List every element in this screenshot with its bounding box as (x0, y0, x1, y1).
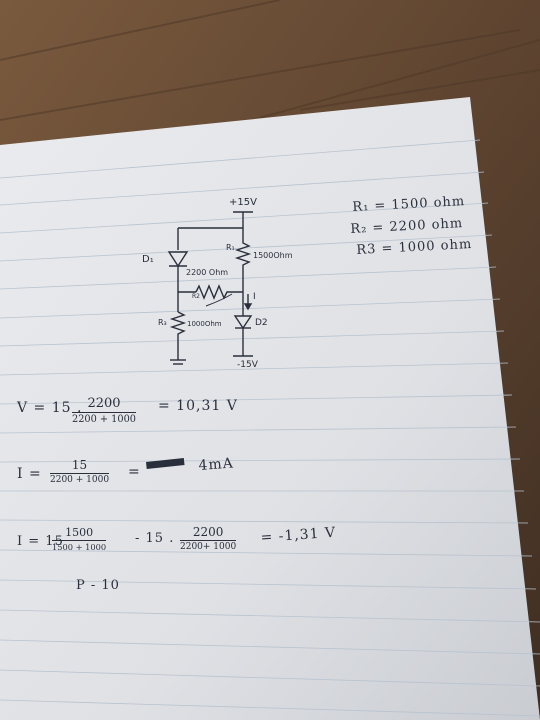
eq2-prefix: I = (17, 466, 42, 482)
r3-value-label: 1000Ohm (187, 320, 222, 328)
supply-top-label: +15V (229, 197, 257, 208)
diode-d1 (167, 251, 189, 268)
eq4-text: P - 10 (76, 578, 120, 593)
ruled-lines (0, 139, 540, 717)
eq1-prefix: V = 15 . (17, 400, 83, 416)
eq2-result: 4mA (198, 455, 235, 474)
eq2-numerator: 15 (50, 458, 110, 474)
r1-label: R₁ (226, 243, 235, 252)
eq1-fraction: 2200 2200 + 1000 (72, 396, 136, 425)
diode-d2 (233, 315, 253, 330)
eq3-numerator-2: 2200 (180, 525, 237, 541)
eq3-numerator-1: 1500 (52, 526, 107, 541)
fraction-bar-2 (146, 458, 185, 469)
eq2-equals: = (128, 464, 141, 480)
resistor-r3 (169, 311, 187, 360)
r2-tag-label: R2 (192, 293, 200, 300)
circuit-diagram (167, 211, 253, 365)
notebook-page (0, 97, 540, 720)
eq3-denominator-2: 2200+ 1000 (180, 542, 237, 552)
eq3-fraction-2: 2200 2200+ 1000 (180, 525, 237, 552)
eq3-denominator-1: 1500 + 1000 (52, 542, 107, 552)
eq3-minus: - 15 . (135, 531, 175, 546)
eq2-denominator: 2200 + 1000 (50, 475, 110, 485)
resistor-r2 (195, 284, 243, 300)
eq3-prefix: I = 15 (17, 534, 64, 549)
eq1-numerator: 2200 (72, 396, 136, 413)
supply-bottom-label: -15V (237, 360, 258, 370)
eq2-fraction: 15 2200 + 1000 (50, 458, 110, 485)
current-label: I (253, 292, 256, 302)
eq1-denominator: 2200 + 1000 (72, 414, 136, 425)
wood-grain (0, 0, 540, 141)
eq1-result: = 10,31 V (158, 398, 238, 414)
r3-label: R₃ (158, 318, 167, 327)
d1-label: D₁ (142, 254, 154, 265)
eq3-fraction-1: 1500 1500 + 1000 (52, 526, 107, 552)
resistor-r1 (234, 228, 252, 292)
r1-value-label: 1500Ohm (253, 251, 293, 260)
scribble-mark (146, 458, 185, 469)
d2-label: D2 (255, 318, 268, 328)
r2-value-label: 2200 Ohm (186, 268, 229, 277)
